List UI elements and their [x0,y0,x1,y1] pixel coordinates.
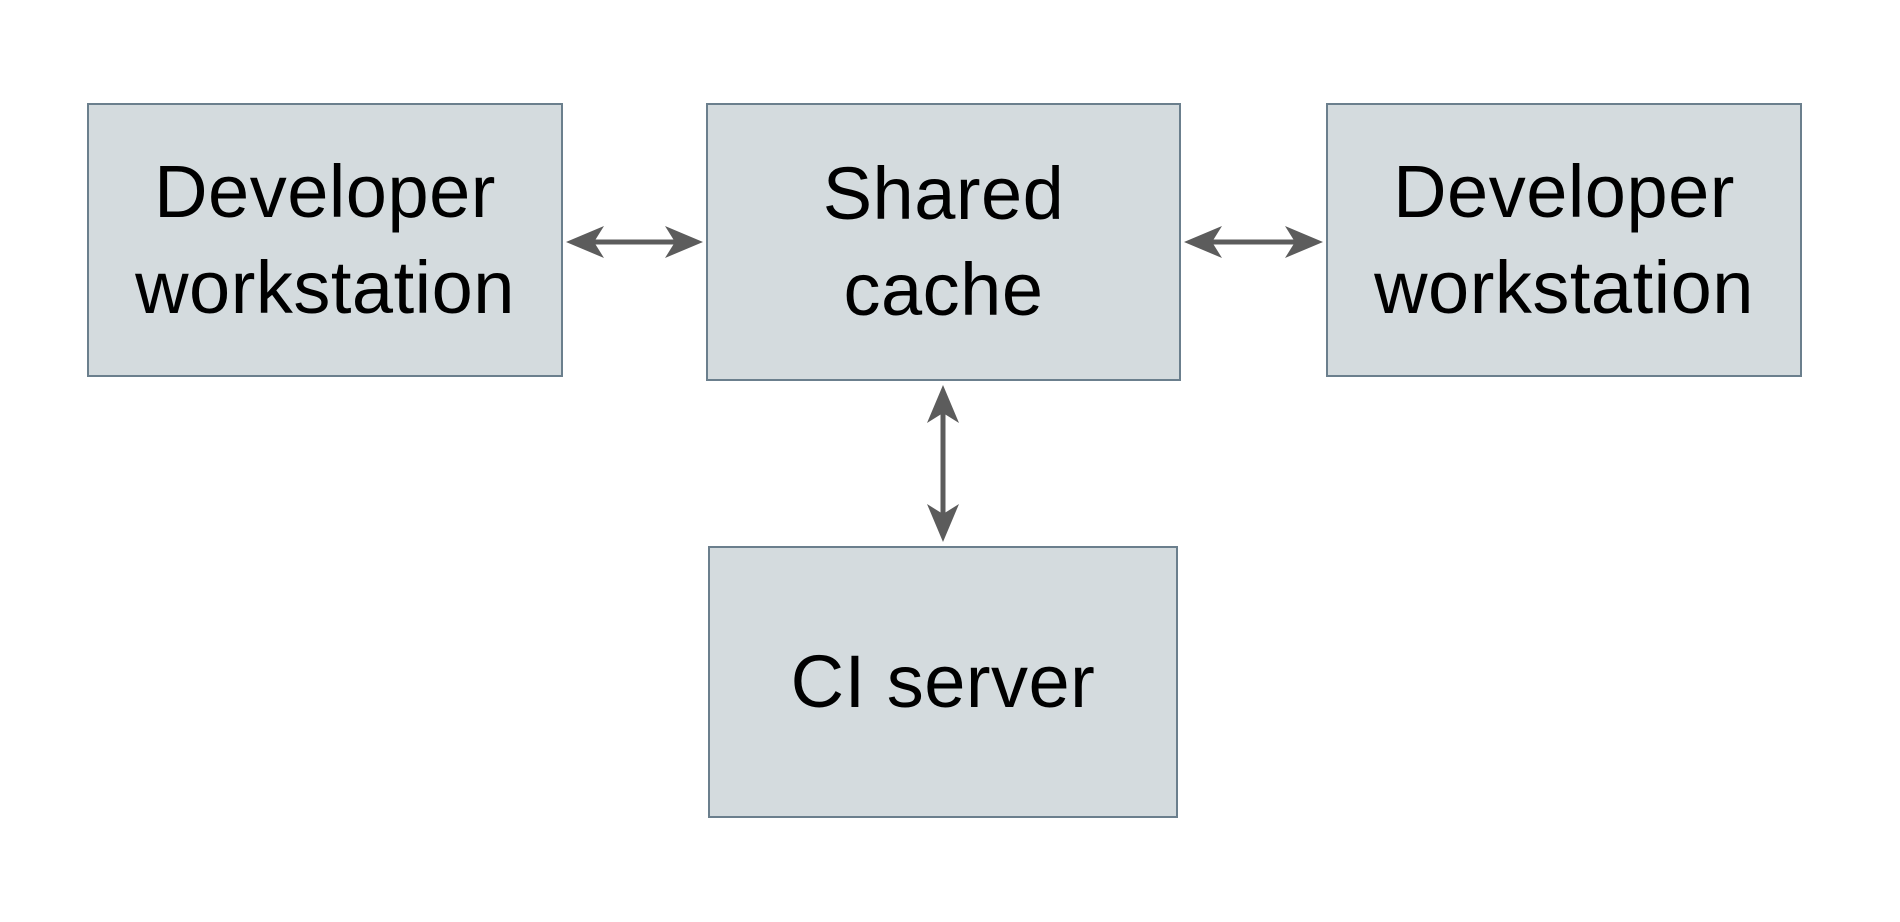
arrowhead-left [1184,226,1222,258]
node-shared-cache: Shared cache [706,103,1181,381]
arrowhead-down [927,504,959,542]
node-label-line: Developer [1393,150,1735,233]
node-label-line: workstation [135,246,515,329]
node-label-line: cache [843,248,1044,331]
node-label-line: workstation [1374,246,1754,329]
edge-shared-cache-ci-server-arrow [927,385,959,542]
node-label-line: CI server [790,640,1096,723]
arrowhead-left [566,226,604,258]
arrowhead-right [665,226,703,258]
arrowhead-right [1285,226,1323,258]
node-label-line: Shared [822,152,1065,235]
edge-shared-cache-dev-right-arrow [1184,226,1323,258]
node-ci-server: CI server [708,546,1178,818]
arrowhead-up [927,385,959,423]
node-developer-workstation-right: Developer workstation [1326,103,1802,377]
edge-dev-left-shared-cache-arrow [566,226,703,258]
node-developer-workstation-left: Developer workstation [87,103,563,377]
node-label-line: Developer [154,150,496,233]
